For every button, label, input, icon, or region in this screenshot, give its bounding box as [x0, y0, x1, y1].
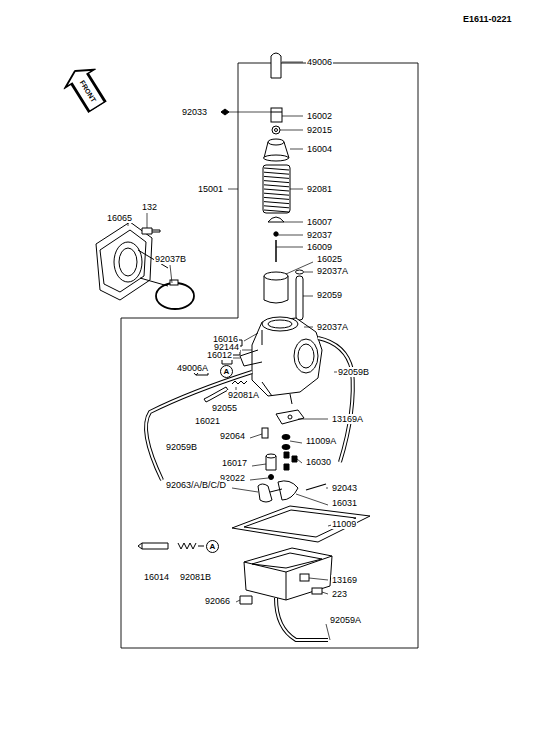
callout-number: 11009: [331, 519, 357, 529]
callout-number: 92059B: [165, 442, 198, 452]
callout-number: 92037A: [316, 322, 349, 332]
callout-number: 16014: [143, 572, 170, 582]
reference-letter: A: [224, 368, 230, 376]
callout-number: 92059: [316, 290, 343, 300]
callout-number: 92043: [331, 483, 358, 493]
front-arrow: FRONT: [58, 60, 113, 117]
callout-number: 92055: [211, 403, 238, 413]
callout-number: 92059A: [329, 615, 362, 625]
callout-number: 92063/A/B/C/D: [165, 480, 227, 490]
callout-number: 92081B: [179, 572, 212, 582]
callout-number: 92037: [306, 230, 333, 240]
callout-number: 49006: [306, 57, 333, 67]
callout-number: 132: [141, 202, 158, 212]
callout-number: 92059B: [337, 367, 370, 377]
callout-number: 16031: [331, 498, 358, 508]
callout-number: 15001: [197, 184, 224, 194]
callout-number: 92037B: [154, 254, 187, 264]
callout-number: 92033: [181, 107, 208, 117]
callout-number: 16007: [306, 217, 333, 227]
callout-number: 92015: [306, 125, 333, 135]
reference-circle: A: [220, 365, 233, 378]
callout-number: 16021: [194, 416, 221, 426]
reference-letter: A: [210, 543, 216, 551]
callout-number: 16025: [316, 254, 343, 264]
callout-number: 16002: [306, 111, 333, 121]
callout-number: 16004: [306, 144, 333, 154]
reference-circle: A: [206, 540, 219, 553]
callout-number: 16065: [106, 213, 133, 223]
callout-number: 16012: [206, 350, 233, 360]
callout-number: 49006A: [176, 363, 209, 373]
callout-number: 13169: [331, 575, 358, 585]
callout-number: 92081: [306, 184, 333, 194]
callout-number: 16009: [306, 242, 333, 252]
callout-number: 16030: [305, 457, 332, 467]
callout-number: 92081A: [227, 390, 260, 400]
drawing-code: E1611-0221: [462, 14, 513, 24]
callout-number: 92037A: [316, 266, 349, 276]
callout-number: 223: [331, 589, 348, 599]
callout-number: 92066: [204, 596, 231, 606]
callout-number: 13169A: [331, 414, 364, 424]
callout-number: 92064: [219, 431, 246, 441]
callout-number: 16017: [221, 458, 248, 468]
callout-number: 11009A: [305, 436, 337, 446]
